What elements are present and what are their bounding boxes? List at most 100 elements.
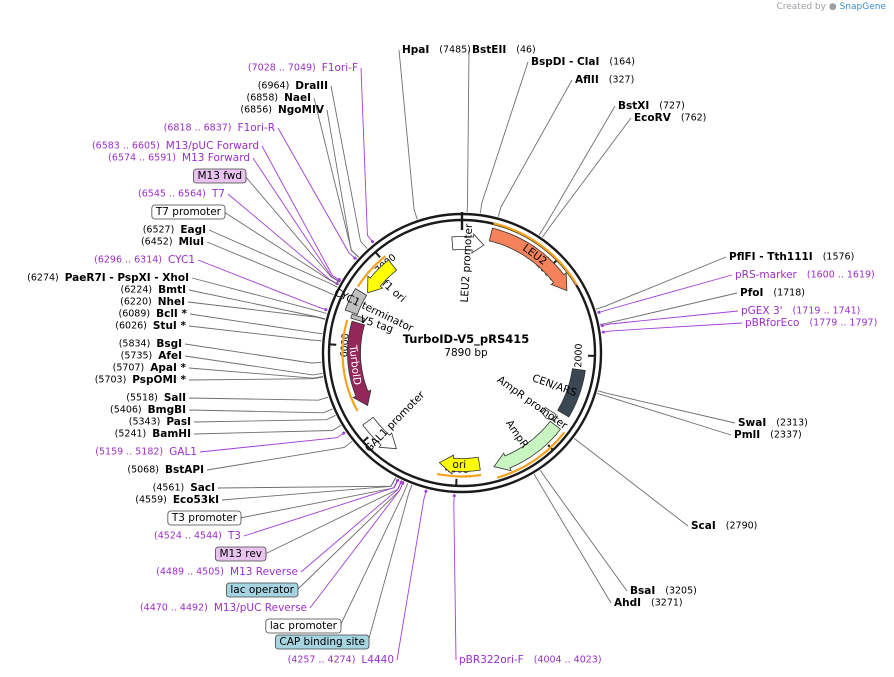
leader-line — [261, 145, 342, 282]
label-name: T3 — [227, 530, 241, 542]
feature-ampr[interactable] — [493, 420, 561, 472]
feature-leu2-promoter[interactable] — [451, 233, 485, 254]
label-pmli[interactable]: PmlI(2337) — [734, 429, 802, 441]
feature-v5-tag[interactable] — [350, 313, 365, 323]
label-bspdi[interactable]: BspDI - ClaI(164) — [531, 56, 635, 68]
label-ecorv[interactable]: EcoRV(762) — [634, 112, 706, 124]
label-eco53ki[interactable]: Eco53kI(4559) — [135, 494, 219, 506]
label-lac-operator[interactable]: lac operator — [225, 582, 299, 598]
label-position: (1719 .. 1741) — [793, 306, 861, 317]
label-name: HpaI — [402, 44, 429, 56]
label-lac-promoter[interactable]: lac promoter — [265, 618, 342, 634]
label-t3[interactable]: T3(4524 .. 4544) — [154, 530, 241, 542]
label-bstxi[interactable]: BstXI(727) — [618, 100, 685, 112]
label-prs-marker[interactable]: pRS-marker(1600 .. 1619) — [735, 269, 875, 281]
feature-ori[interactable] — [438, 454, 481, 475]
label-saci[interactable]: SacI(4561) — [153, 482, 215, 494]
label-position: (727) — [659, 101, 685, 112]
label-name: lac promoter — [270, 620, 338, 632]
label-bmgbi[interactable]: BmgBI(5406) — [110, 404, 186, 416]
primer-mark — [370, 239, 375, 244]
leader-line — [193, 424, 342, 435]
label-aflii[interactable]: AflII(327) — [575, 74, 634, 86]
label-t7[interactable]: T7(6545 .. 6564) — [138, 188, 225, 200]
feature-ampr-promoter[interactable] — [539, 406, 557, 422]
feature-gal1-promoter[interactable] — [362, 416, 397, 450]
label-nhei[interactable]: NheI(6220) — [120, 296, 185, 308]
label-apai[interactable]: ApaI *(5707) — [113, 362, 187, 374]
leader-line — [360, 67, 375, 244]
label-position: (6545 .. 6564) — [138, 189, 206, 200]
label-pspomi[interactable]: PspOMI *(5703) — [95, 374, 187, 386]
label-draiii[interactable]: DraIII(6964) — [258, 80, 328, 92]
label-t3-promoter[interactable]: T3 promoter — [167, 510, 242, 526]
label-stui[interactable]: StuI *(6026) — [115, 320, 186, 332]
label-position: (46) — [516, 45, 536, 56]
label-pbrforeco[interactable]: pBRforEco(1779 .. 1797) — [745, 317, 877, 329]
label-bsteii[interactable]: BstEII(46) — [472, 44, 536, 56]
label-swai[interactable]: SwaI(2313) — [738, 417, 808, 429]
label-m13-forward[interactable]: M13 Forward(6574 .. 6591) — [108, 152, 250, 164]
label-pgex3[interactable]: pGEX 3'(1719 .. 1741) — [741, 305, 860, 317]
leader-line — [184, 355, 323, 376]
leader-line — [367, 484, 413, 643]
label-position: (1779 .. 1797) — [809, 318, 877, 329]
label-box — [167, 510, 242, 526]
label-pfoi[interactable]: PfoI(1718) — [740, 287, 805, 299]
feature-leu2[interactable] — [488, 227, 568, 292]
label-sali[interactable]: SalI(5518) — [126, 392, 186, 404]
label-l4440[interactable]: L4440(4257 .. 4274) — [288, 654, 394, 666]
leader-line — [339, 483, 409, 627]
label-afei[interactable]: AfeI(5735) — [121, 350, 182, 362]
label-m13puc-fwd[interactable]: M13/pUC Forward(6583 .. 6605) — [92, 140, 259, 152]
label-bcli[interactable]: BclI *(6089) — [119, 308, 188, 320]
label-naei[interactable]: NaeI(6858) — [247, 92, 312, 104]
feature-highlight — [493, 222, 578, 286]
label-name: M13/pUC Forward — [166, 140, 259, 152]
leader-line — [197, 259, 328, 311]
label-mlui[interactable]: MluI(6452) — [141, 236, 204, 248]
label-position: (1718) — [773, 288, 805, 299]
label-t7-promoter[interactable]: T7 promoter — [151, 204, 226, 220]
label-position: (5735) — [121, 351, 153, 362]
label-position: (5707) — [113, 363, 145, 374]
leader-line — [597, 390, 736, 424]
feature-label-ori: ori — [452, 459, 466, 471]
feature-cen-ars[interactable] — [557, 368, 586, 418]
label-cyc1[interactable]: CYC1(6296 .. 6314) — [94, 254, 195, 266]
leader-line — [479, 61, 529, 214]
label-name: BclI * — [156, 308, 187, 320]
feature-f1-ori[interactable] — [367, 259, 398, 294]
label-ngomiv[interactable]: NgoMIV(6856) — [240, 104, 324, 116]
label-bstapi[interactable]: BstAPI(5068) — [127, 464, 204, 476]
label-bsai[interactable]: BsaI(3205) — [630, 585, 697, 597]
label-bamhi[interactable]: BamHI(5241) — [115, 428, 191, 440]
label-bsgi[interactable]: BsgI(5834) — [119, 338, 182, 350]
label-cap-site[interactable]: CAP binding site — [274, 634, 370, 650]
label-hpai[interactable]: HpaI(7485) — [402, 44, 471, 56]
label-name: GAL1 — [169, 446, 197, 458]
label-ahdi[interactable]: AhdI(3271) — [614, 597, 683, 609]
label-f1ori-f[interactable]: F1ori-F(7028 .. 7049) — [248, 62, 358, 74]
label-pflfi[interactable]: PflFI - Tth111I(1576) — [729, 251, 854, 263]
label-f1ori-r[interactable]: F1ori-R(6818 .. 6837) — [164, 122, 275, 134]
label-m13puc-rev[interactable]: M13/pUC Reverse(4470 .. 4492) — [140, 602, 307, 614]
label-m13-rev-box[interactable]: M13 rev — [215, 546, 267, 562]
feature-turboid[interactable] — [347, 320, 372, 407]
label-gal1[interactable]: GAL1(5159 .. 5182) — [95, 446, 197, 458]
label-pasi[interactable]: PasI(5343) — [129, 416, 191, 428]
label-name: BsgI — [156, 338, 182, 350]
feature-cyc1-terminator[interactable] — [344, 288, 368, 316]
label-pbr322ori-f[interactable]: pBR322ori-F(4004 .. 4023) — [459, 654, 602, 666]
label-m13-fwd-box[interactable]: M13 fwd — [193, 168, 247, 184]
label-name: EcoRV — [634, 112, 672, 124]
label-bmti[interactable]: BmtI(6224) — [121, 284, 186, 296]
leader-line — [538, 105, 616, 236]
label-paer7i[interactable]: PaeR7I - PspXI - XhoI(6274) — [27, 272, 189, 284]
label-name: SalI — [164, 392, 186, 404]
label-name: StuI * — [153, 320, 187, 332]
label-m13-reverse[interactable]: M13 Reverse(4489 .. 4505) — [156, 566, 298, 578]
label-scai[interactable]: ScaI(2790) — [691, 520, 757, 532]
label-eagi[interactable]: EagI(6527) — [143, 224, 206, 236]
